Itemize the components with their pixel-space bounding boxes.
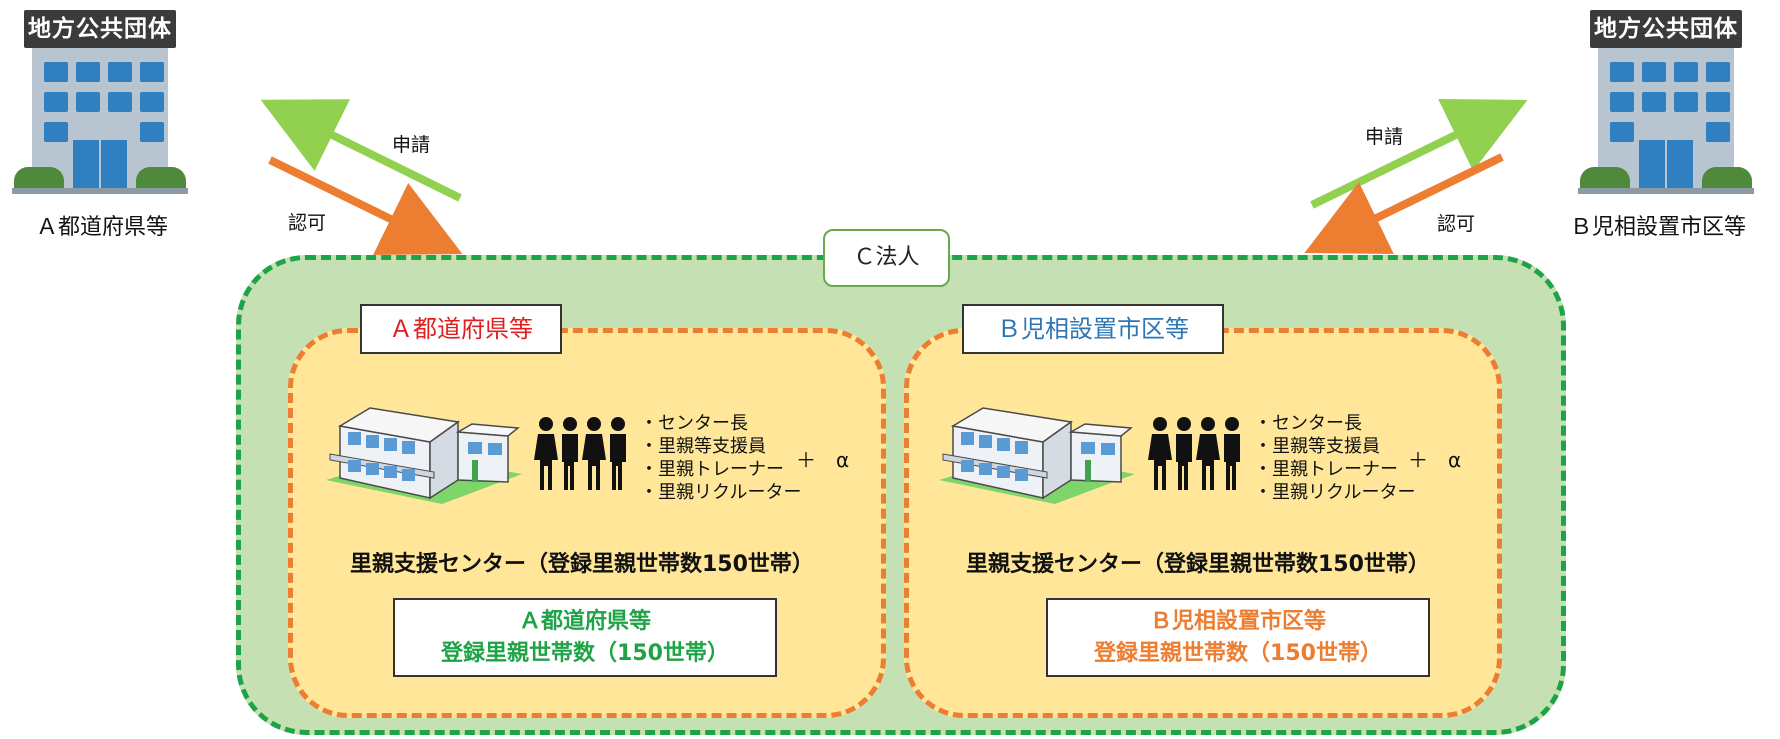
role-item: ・里親トレーナー	[640, 459, 784, 480]
count-value-b: 登録里親世帯数（150世帯）	[1094, 641, 1382, 666]
approve-arrow-left	[268, 156, 463, 255]
government-caption-left: Ａ都道府県等	[36, 215, 169, 240]
role-item: ・里親リクルーター	[640, 482, 802, 503]
role-item: ・センター長	[1254, 413, 1362, 434]
support-center-name-a: 里親支援センター（登録里親世帯数150世帯）	[350, 552, 814, 577]
count-title-b: Ｂ児相設置市区等	[1149, 609, 1326, 634]
role-item: ・センター長	[640, 413, 748, 434]
plus-alpha-b: ＋ α	[1408, 448, 1462, 472]
government-sign: 地方公共団体	[1590, 10, 1742, 48]
support-center-building-a-icon	[326, 407, 522, 504]
support-center-name-b: 里親支援センター（登録里親世帯数150世帯）	[966, 552, 1430, 577]
registered-households-a: Ａ都道府県等 登録里親世帯数（150世帯）	[393, 598, 777, 677]
role-item: ・里親トレーナー	[1254, 459, 1398, 480]
apply-label-right: 申請	[1365, 126, 1404, 148]
count-value-a: 登録里親世帯数（150世帯）	[441, 641, 729, 666]
approve-arrow-right	[1304, 153, 1504, 254]
role-item: ・里親等支援員	[640, 436, 766, 457]
apply-label-left: 申請	[392, 134, 431, 156]
approve-label-left: 認可	[288, 212, 327, 234]
support-center-building-b-icon	[939, 407, 1135, 504]
government-caption-right: Ｂ児相設置市区等	[1570, 215, 1747, 240]
staff-role-list-a: ・センター長 ・里親等支援員 ・里親トレーナー ・里親リクルーター	[640, 412, 801, 504]
government-building-right-icon: 地方公共団体	[1566, 0, 1766, 205]
registered-households-b: Ｂ児相設置市区等 登録里親世帯数（150世帯）	[1046, 598, 1430, 677]
unit-b-tag: Ｂ児相設置市区等	[962, 304, 1224, 354]
government-building-left-icon: 地方公共団体	[0, 0, 200, 205]
corporation-label: Ｃ法人	[823, 229, 950, 287]
arrows-layer	[260, 99, 1528, 255]
role-item: ・里親リクルーター	[1254, 482, 1416, 503]
approve-label-right: 認可	[1437, 213, 1476, 235]
plus-alpha-a: ＋ α	[796, 448, 850, 472]
apply-arrow-left	[260, 99, 462, 202]
unit-a-tag: Ａ都道府県等	[360, 304, 562, 354]
count-title-a: Ａ都道府県等	[518, 609, 651, 634]
staff-role-list-b: ・センター長 ・里親等支援員 ・里親トレーナー ・里親リクルーター	[1254, 412, 1415, 504]
staff-figures-a-icon	[534, 417, 626, 490]
staff-figures-b-icon	[1148, 417, 1240, 490]
government-sign: 地方公共団体	[24, 10, 176, 48]
role-item: ・里親等支援員	[1254, 436, 1380, 457]
